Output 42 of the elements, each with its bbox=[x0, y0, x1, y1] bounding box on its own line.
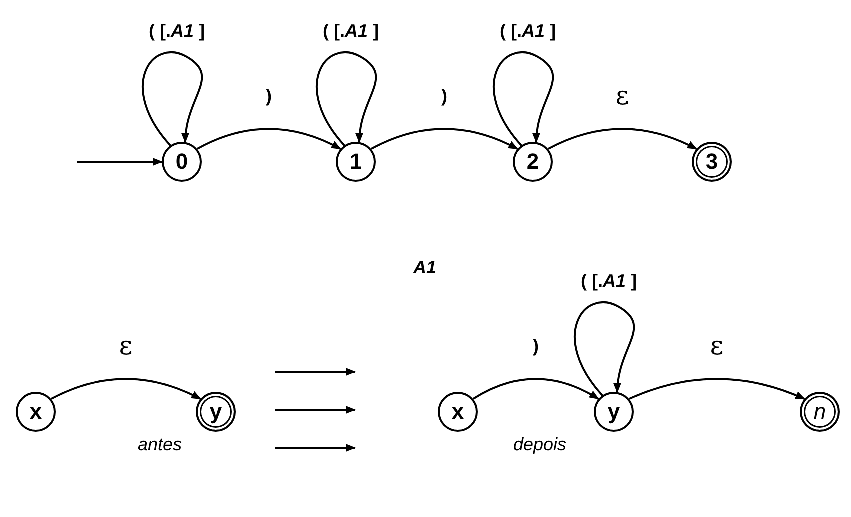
edge-label: ε bbox=[616, 82, 630, 112]
state-label: n bbox=[814, 401, 826, 423]
caption-text: depois bbox=[513, 434, 567, 456]
arrow bbox=[548, 128, 698, 150]
accepting-state-circle bbox=[196, 392, 236, 432]
edge-label: ) bbox=[442, 87, 448, 108]
arrow bbox=[370, 128, 519, 150]
state-circle bbox=[594, 392, 634, 432]
self-loop-arrow bbox=[316, 52, 378, 146]
edge-label: ( [.A1 ] bbox=[581, 272, 637, 292]
edge-label: ε bbox=[710, 332, 724, 362]
self-loop-arrow bbox=[493, 52, 554, 146]
edge-label: ( [.A1 ] bbox=[323, 22, 379, 42]
edge-label: ε bbox=[119, 332, 133, 362]
state-circle bbox=[336, 142, 376, 182]
state-label: 2 bbox=[526, 151, 540, 173]
state-circle bbox=[513, 142, 553, 182]
arrow bbox=[196, 128, 342, 150]
arrow bbox=[472, 378, 600, 400]
state-circle bbox=[16, 392, 56, 432]
caption-text: antes bbox=[138, 434, 182, 456]
state-circle bbox=[162, 142, 202, 182]
edge-label: ) bbox=[266, 87, 272, 108]
state-circle bbox=[438, 392, 478, 432]
accepting-state-circle bbox=[692, 142, 732, 182]
state-label: 0 bbox=[176, 151, 188, 173]
state-label: y bbox=[210, 401, 222, 423]
arrow bbox=[628, 378, 806, 400]
edge-label: ( [.A1 ] bbox=[500, 22, 556, 42]
state-label: y bbox=[608, 401, 620, 423]
state-label: 3 bbox=[706, 151, 718, 173]
self-loop-arrow bbox=[142, 52, 204, 146]
start-arrow bbox=[77, 158, 163, 166]
accepting-state-circle bbox=[800, 392, 840, 432]
self-loop-arrow bbox=[574, 302, 636, 396]
state-label: 1 bbox=[350, 151, 362, 173]
edge-label: ) bbox=[533, 337, 539, 358]
state-label: x bbox=[452, 401, 464, 423]
state-label: x bbox=[30, 401, 42, 423]
arrow bbox=[50, 378, 202, 400]
edge-label: ( [.A1 ] bbox=[149, 22, 205, 42]
rule-heading: A1 bbox=[414, 258, 436, 278]
